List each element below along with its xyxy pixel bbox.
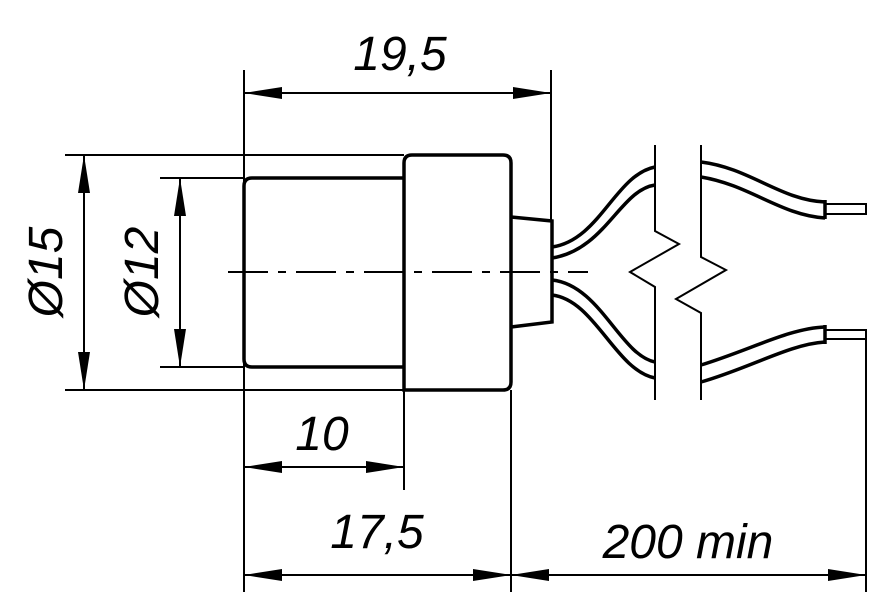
dim-inner-diameter: Ø12 <box>116 227 169 320</box>
dim-body-length: 17,5 <box>330 506 424 559</box>
sensor-body <box>228 153 588 392</box>
dim-small-part-length: 10 <box>295 408 349 461</box>
dimension-lines <box>78 87 866 581</box>
wires-right <box>700 160 867 384</box>
dim-overall-length: 19,5 <box>353 28 447 81</box>
dim-wire-length: 200 min <box>602 516 774 569</box>
break-lines <box>628 145 729 400</box>
wire-end-stub <box>824 203 867 215</box>
large-cylinder <box>402 153 513 392</box>
wire-end-stub <box>824 329 867 340</box>
wires-left <box>551 165 656 380</box>
extension-lines <box>65 70 867 592</box>
dim-outer-diameter: Ø15 <box>20 226 73 319</box>
